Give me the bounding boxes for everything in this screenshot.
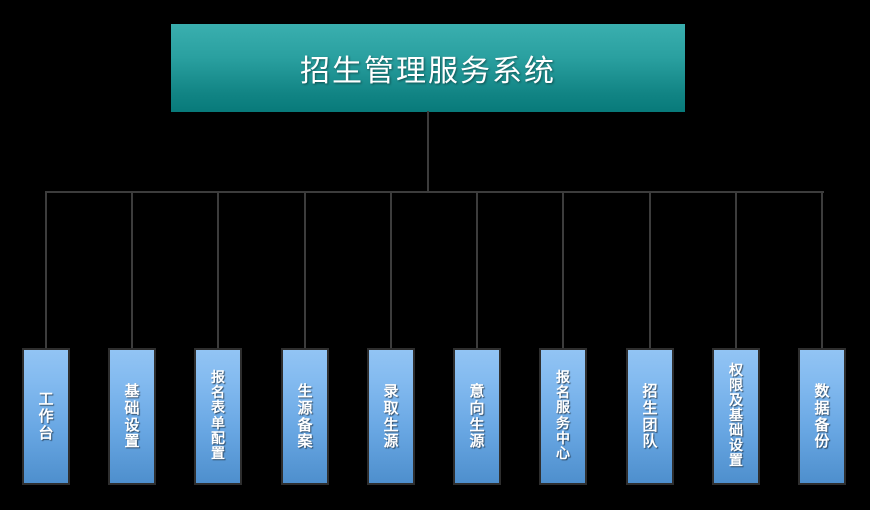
node-data-backup[interactable]: 数据备份	[798, 348, 846, 485]
node-label: 生源备案	[297, 381, 313, 451]
node-student-source-filing[interactable]: 生源备案	[281, 348, 329, 485]
connector-drop-10	[821, 191, 823, 349]
node-workbench[interactable]: 工作台	[22, 348, 70, 485]
node-registration-service-center[interactable]: 报名服务中心	[539, 348, 587, 485]
node-label: 报名服务中心	[556, 370, 570, 462]
connector-drop-6	[476, 191, 478, 349]
node-label: 录取生源	[383, 381, 399, 451]
node-label: 工作台	[38, 390, 54, 442]
connector-drop-5	[390, 191, 392, 349]
node-label: 报名表单配置	[211, 370, 225, 462]
node-label: 基础设置	[124, 381, 140, 451]
connector-drop-9	[735, 191, 737, 349]
connector-drop-8	[649, 191, 651, 349]
root-node-label: 招生管理服务系统	[300, 54, 556, 89]
connector-bus-horizontal	[46, 191, 824, 193]
connector-trunk-vertical	[427, 111, 429, 193]
node-label: 意向生源	[469, 381, 485, 451]
node-permissions-and-basic-settings[interactable]: 权限及基础设置	[712, 348, 760, 485]
node-label: 招生团队	[642, 381, 658, 451]
node-label: 权限及基础设置	[729, 362, 743, 470]
connector-drop-7	[562, 191, 564, 349]
connector-drop-4	[304, 191, 306, 349]
node-prospective-students[interactable]: 意向生源	[453, 348, 501, 485]
node-label: 数据备份	[814, 381, 830, 451]
root-node-enrollment-system[interactable]: 招生管理服务系统	[171, 24, 685, 112]
node-recruitment-team[interactable]: 招生团队	[626, 348, 674, 485]
node-basic-settings[interactable]: 基础设置	[108, 348, 156, 485]
node-admitted-students[interactable]: 录取生源	[367, 348, 415, 485]
connector-drop-3	[217, 191, 219, 349]
connector-drop-1	[45, 191, 47, 349]
connector-drop-2	[131, 191, 133, 349]
node-registration-form-config[interactable]: 报名表单配置	[194, 348, 242, 485]
